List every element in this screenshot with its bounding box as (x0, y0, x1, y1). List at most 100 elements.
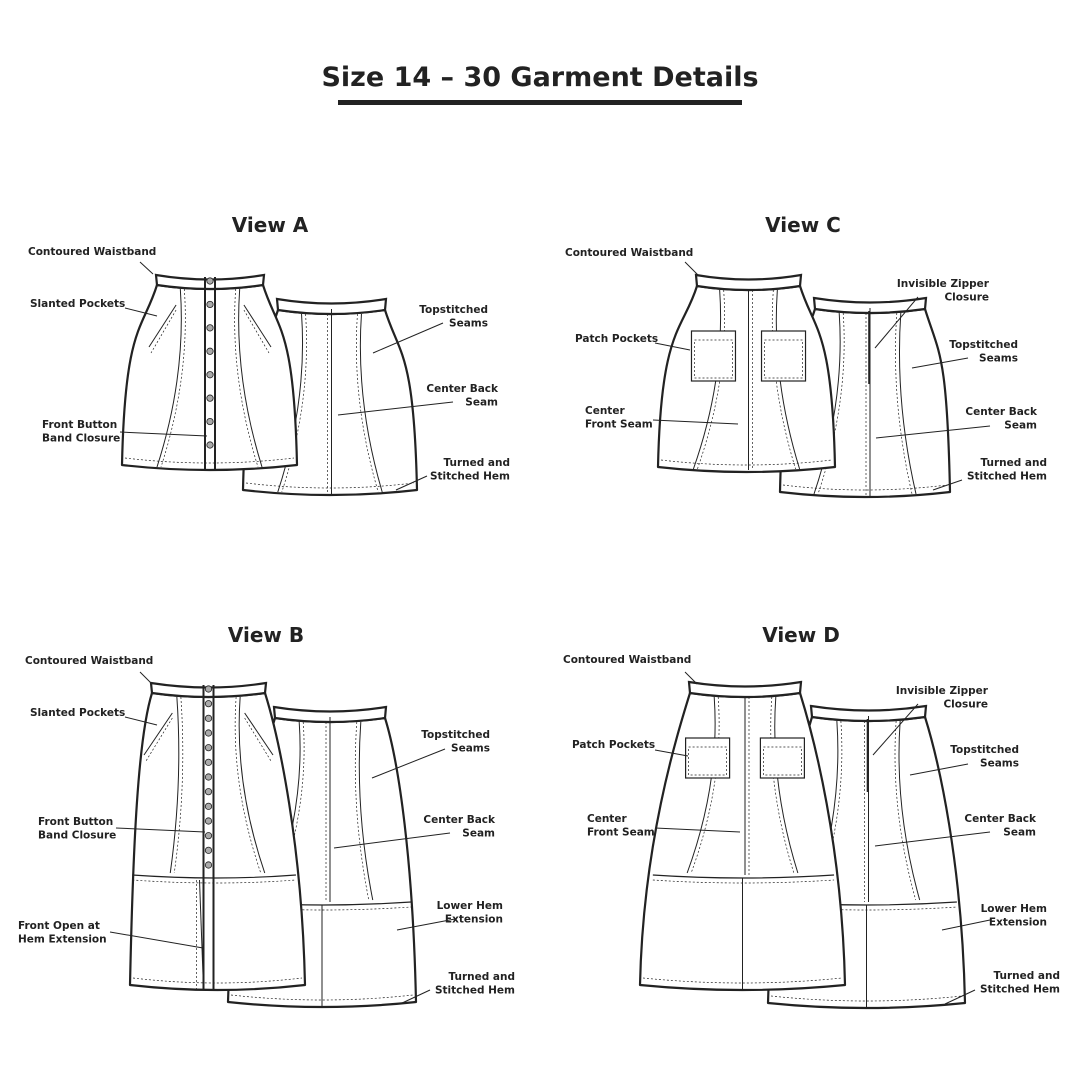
panel-seam (156, 288, 182, 468)
patch-pocket (759, 737, 806, 779)
panel-seam (358, 721, 374, 901)
callout-label: Patch Pockets (572, 739, 655, 751)
callout-label-line: Turned and (993, 970, 1060, 982)
button-icon (206, 300, 214, 309)
topstitching (173, 696, 184, 874)
pocket-stitching (150, 309, 177, 354)
waistband (275, 297, 388, 316)
callout-label-line: Center Back (964, 813, 1037, 825)
callout-label-line: Topstitched (949, 339, 1018, 351)
callout-label-line: Contoured Waistband (563, 654, 691, 666)
callout-label: Patch Pockets (575, 333, 658, 345)
leader-line (139, 261, 154, 275)
topstitching (895, 312, 913, 495)
callout-label-line: Seam (465, 397, 498, 409)
leader-line (372, 322, 444, 354)
leader-line (875, 425, 991, 439)
leader-line (119, 431, 208, 437)
topstitching (274, 721, 305, 901)
leader-line (874, 831, 991, 847)
callout-label-line: Contoured Waistband (565, 247, 693, 259)
panel-seam (686, 696, 716, 874)
callout-label-line: Seams (449, 318, 488, 330)
callout-label-line: Seam (1003, 827, 1036, 839)
callout-label-line: Front Open at (18, 920, 100, 932)
leader-line (684, 671, 698, 685)
hem-stitching (660, 459, 833, 466)
front-opening (199, 879, 204, 990)
hem-stitching (132, 977, 303, 984)
callout-label-line: Closure (943, 699, 988, 711)
callout-label: Slanted Pockets (30, 298, 125, 310)
callout-label-line: Front Seam (585, 419, 653, 431)
topstitching (690, 696, 720, 874)
button-icon (204, 788, 213, 796)
callout-label: Contoured Waistband (565, 247, 693, 259)
panel-seam (169, 696, 180, 874)
callout-label-line: Lower Hem (437, 900, 503, 912)
leader-line (654, 749, 689, 757)
button-icon (204, 729, 213, 737)
panel-seam (898, 720, 921, 901)
patch-pocket (760, 330, 807, 382)
topstitching (817, 312, 845, 495)
hem-extension-stitching (132, 879, 296, 884)
button-icon (204, 817, 213, 825)
page-title: Size 14 – 30 Garment Details (321, 62, 759, 93)
hem-stitching (642, 977, 843, 984)
topstitching (894, 720, 917, 901)
pocket-stitching (243, 309, 270, 354)
callout-label: Contoured Waistband (563, 654, 691, 666)
callout-label-line: Center Back (426, 383, 499, 395)
topstitching (356, 313, 379, 493)
leader-line (399, 989, 431, 1005)
callout-label-line: Turned and (443, 457, 510, 469)
leader-line (941, 919, 991, 931)
callout-label: Slanted Pockets (30, 707, 125, 719)
leader-line (872, 703, 919, 756)
panel-seam (813, 312, 841, 495)
button-icon (204, 773, 213, 781)
button-icon (204, 846, 213, 854)
button-icon (204, 832, 213, 840)
view-c-title: View C (765, 213, 841, 237)
leader-line (371, 748, 446, 779)
button-icon (206, 324, 214, 332)
leader-line (909, 763, 969, 776)
callout-label-line: Seam (462, 828, 495, 840)
callout-d-pockets: Patch Pockets (572, 739, 689, 757)
button-icon (204, 744, 213, 752)
topstitching (281, 313, 307, 493)
callout-c-waistband: Contoured Waistband (565, 247, 699, 276)
leader-line (115, 827, 206, 833)
hem-stitching (245, 482, 415, 489)
callout-a-waistband: Contoured Waistband (28, 246, 156, 275)
view-d-front-skirt (638, 680, 847, 992)
hem-extension-seam (132, 874, 296, 879)
view-a-title: View A (231, 213, 309, 237)
callout-label-line: Topstitched (419, 304, 488, 316)
pocket-stitching (244, 717, 272, 762)
callout-label-line: Turned and (980, 457, 1047, 469)
leader-line (124, 307, 158, 317)
pocket-stitching (763, 746, 802, 776)
